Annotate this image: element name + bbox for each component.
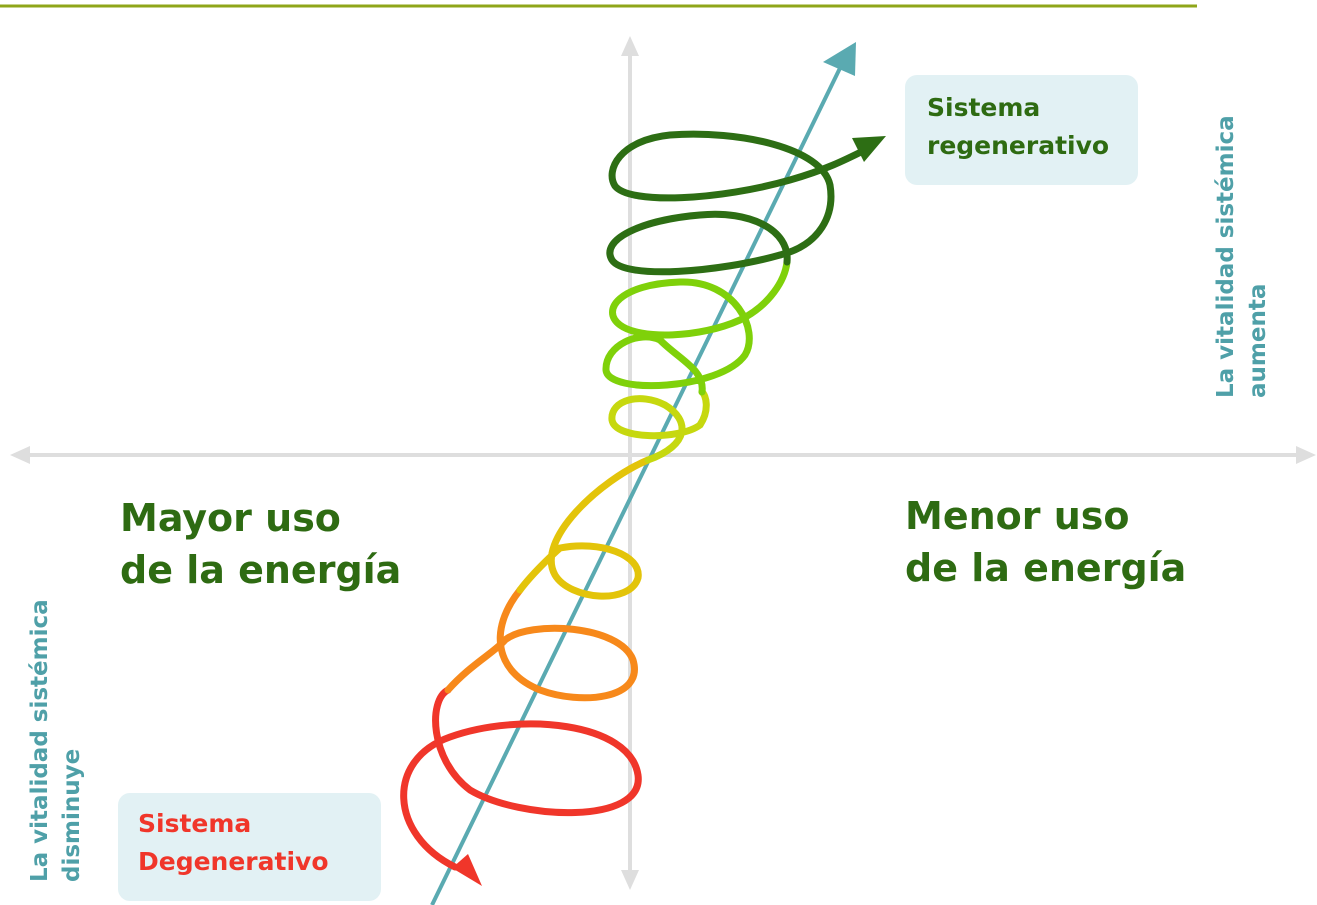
vitality-increases-line2: aumenta	[1245, 283, 1271, 398]
spiral-segment-orange	[444, 586, 638, 702]
degenerative-system-box: Sistema Degenerativo	[118, 793, 381, 901]
spiral-arrowhead-green-icon	[852, 136, 886, 162]
vitality-increases-label: La vitalidad sistémica aumenta	[1210, 115, 1274, 398]
spiral-segment-yellow	[516, 456, 652, 600]
vitality-decreases-line2: disminuye	[59, 748, 85, 882]
axis-arrow-left-icon	[10, 446, 30, 464]
spiral-segment-yellow-green	[608, 388, 710, 464]
mayor-uso-line1: Mayor uso	[120, 496, 341, 540]
diagonal-trend-arrow	[430, 42, 856, 905]
vitality-increases-line1: La vitalidad sistémica	[1213, 115, 1239, 398]
regenerative-system-box: Sistema regenerativo	[905, 75, 1138, 185]
mayor-uso-line2: de la energía	[120, 548, 402, 592]
menor-uso-label: Menor uso de la energía	[905, 490, 1186, 594]
spiral-segment-light-green	[602, 258, 791, 396]
degen-line2: Degenerativo	[138, 847, 329, 876]
vitality-decreases-line1: La vitalidad sistémica	[27, 599, 53, 882]
degen-line1: Sistema	[138, 809, 252, 838]
axis-arrow-right-icon	[1296, 446, 1316, 464]
spiral-segment-dark-green-upper	[608, 130, 869, 259]
diagonal-arrowhead-icon	[823, 42, 856, 76]
regen-line1: Sistema	[927, 93, 1041, 122]
vitality-decreases-label: La vitalidad sistémica disminuye	[24, 599, 88, 882]
spiral-segment-red-bottom	[400, 686, 642, 871]
vertical-axis	[621, 36, 639, 890]
menor-uso-line2: de la energía	[905, 546, 1187, 590]
spiral-arrowhead-red-icon	[452, 854, 482, 886]
spiral	[400, 130, 886, 886]
mayor-uso-label: Mayor uso de la energía	[120, 492, 401, 596]
menor-uso-line1: Menor uso	[905, 494, 1130, 538]
axis-arrow-up-icon	[621, 36, 639, 56]
axis-arrow-down-icon	[621, 870, 639, 890]
spiral-segment-dark-green-lower	[606, 210, 791, 276]
regen-line2: regenerativo	[927, 131, 1110, 160]
